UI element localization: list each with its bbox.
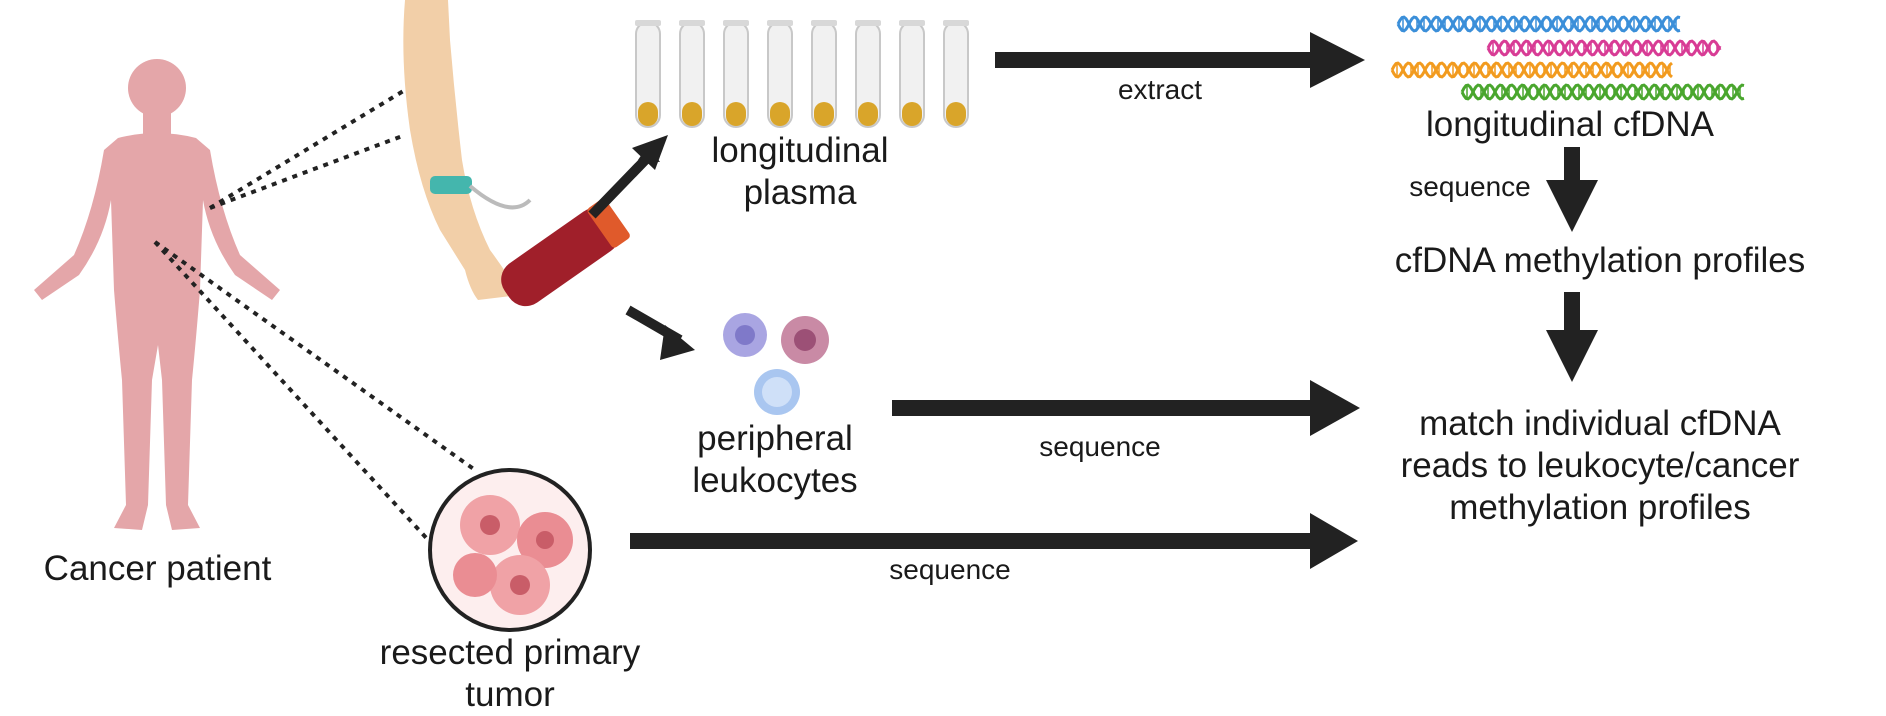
- tumor-sequence-edge-label: sequence: [889, 554, 1011, 585]
- arm-blood-draw-icon: [403, 0, 630, 307]
- plasma-tube-icon: [811, 20, 837, 128]
- plasma-tube-icon: [767, 20, 793, 128]
- plasma-tube-icon: [679, 20, 705, 128]
- match-label-line2: reads to leukocyte/cancer: [1400, 446, 1800, 485]
- plasma-tube-rack-icon: [635, 20, 969, 128]
- dna-strand-icon: [1486, 39, 1722, 57]
- leukocyte-cells-icon: [723, 313, 829, 415]
- human-figure-icon: [34, 59, 280, 530]
- tumor-label: resected primary tumor: [355, 632, 665, 716]
- plasma-tube-icon: [635, 20, 661, 128]
- cfdna-sequence-edge-label: sequence: [1409, 171, 1531, 202]
- plasma-tube-icon: [943, 20, 969, 128]
- match-label-line1: match individual cfDNA: [1419, 404, 1781, 443]
- dna-strand-icon: [1390, 61, 1673, 79]
- arrow-to-plasma-head: [632, 135, 668, 170]
- tumor-label-line1: resected primary: [379, 633, 641, 672]
- leukocytes-sequence-edge-label: sequence: [1039, 431, 1161, 462]
- dna-strand-icon: [1396, 15, 1681, 33]
- plasma-tube-icon: [723, 20, 749, 128]
- methylation-label: cfDNA methylation profiles: [1394, 241, 1806, 280]
- arrow-to-leukocytes-head: [660, 325, 695, 360]
- leukocytes-label-line1: peripheral: [697, 419, 853, 458]
- tumor-cells-icon: [428, 468, 592, 632]
- tumor-label-line2: tumor: [465, 675, 555, 714]
- leukocytes-label-line2: leukocytes: [692, 461, 858, 500]
- match-label: match individual cfDNA reads to leukocyt…: [1360, 403, 1840, 529]
- dna-strand-icon: [1460, 83, 1745, 101]
- patient-label: Cancer patient: [43, 549, 272, 588]
- cfdna-label: longitudinal cfDNA: [1426, 105, 1714, 144]
- plasma-label: longitudinal plasma: [690, 130, 910, 214]
- plasma-tube-icon: [899, 20, 925, 128]
- plasma-tube-icon: [855, 20, 881, 128]
- match-label-line3: methylation profiles: [1449, 488, 1751, 527]
- arrows: [588, 32, 1598, 569]
- extract-edge-label: extract: [1117, 74, 1203, 105]
- leukocytes-label: peripheral leukocytes: [665, 418, 885, 502]
- plasma-label-line1: longitudinal: [711, 131, 889, 170]
- plasma-label-line2: plasma: [743, 173, 857, 212]
- sample-connector-lines: [153, 88, 477, 544]
- dna-strands-icon: [1390, 15, 1745, 101]
